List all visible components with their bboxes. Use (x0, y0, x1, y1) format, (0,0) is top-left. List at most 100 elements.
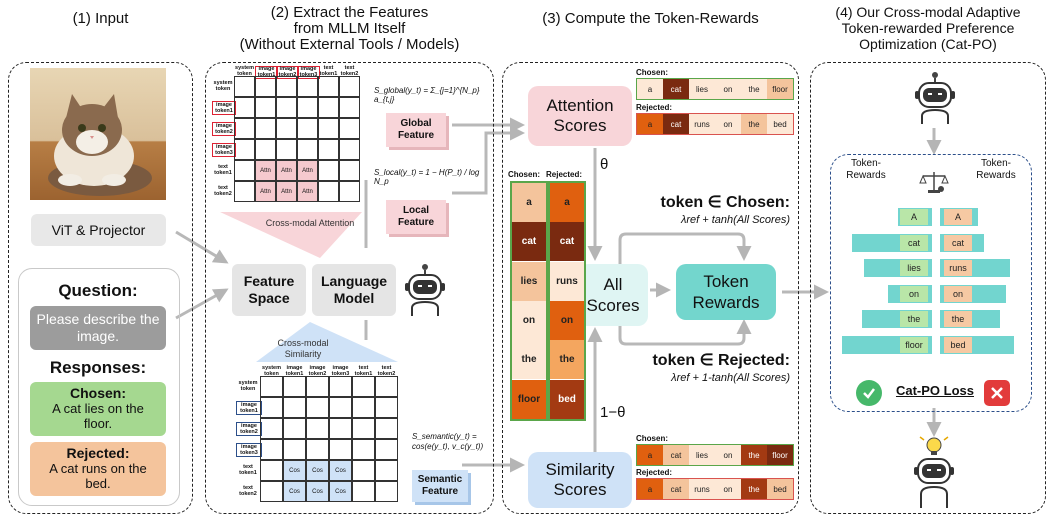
attn-cell (318, 97, 339, 118)
panel-extract (205, 62, 494, 514)
attn-cell: Attn (276, 181, 297, 202)
attn-col-header: text token2 (340, 65, 359, 77)
attn-cell (339, 76, 360, 97)
attention-triangle (220, 212, 362, 258)
rejected-column-token: the (550, 340, 584, 380)
cross-attention-label: Cross-modal Attention (265, 218, 355, 228)
question-label: Question: (58, 281, 138, 300)
cos-cell (306, 439, 329, 460)
attn-col-header: system token (235, 65, 254, 77)
right-reward-token: bed (944, 336, 972, 353)
cos-col-header: image token3 (331, 365, 350, 377)
semantic-formula-line1: S_semantic(y_t) = (412, 432, 477, 441)
cos-cell (306, 418, 329, 439)
token-rewards-box: Token Rewards (676, 264, 776, 320)
sim-chosen-token: cat (663, 445, 689, 465)
check-icon (856, 380, 882, 406)
attn-cell (276, 139, 297, 160)
cos-col-header: image token1 (285, 365, 304, 377)
cos-cell (352, 460, 375, 481)
attn-chosen-token: lies (689, 79, 715, 99)
local-formula: S_local(y_t) = 1 − H(P_t) / log N_p (374, 168, 480, 186)
sim-chosen-token: floor (767, 445, 793, 465)
attn-cell (255, 139, 276, 160)
panel-catpo-title-1: (4) Our Cross-modal Adaptive (835, 4, 1021, 20)
scale-drawing (919, 172, 949, 193)
attn-row-header: image token1 (212, 101, 236, 115)
cos-cell: Cos (329, 481, 352, 502)
attn-cell (255, 118, 276, 139)
sim-rejected-token: the (741, 479, 767, 499)
all-scores-box: All Scores (578, 264, 648, 326)
chosen-response-box: Chosen: A cat lies on the floor. (30, 382, 166, 436)
cos-cell: Cos (329, 460, 352, 481)
attn-rejected-label: Rejected: (636, 103, 673, 112)
attention-scores-box: Attention Scores (528, 86, 632, 146)
attn-rejected-token: the (741, 114, 767, 134)
rejected-response-box: Rejected: A cat runs on the bed. (30, 442, 166, 496)
sim-rejected-token: cat (663, 479, 689, 499)
attn-cell (297, 118, 318, 139)
panel-input-title: (1) Input (72, 10, 129, 27)
attn-cell (255, 76, 276, 97)
panel-catpo-title-3: Optimization (Cat-PO) (859, 36, 997, 52)
semantic-feature-box: Semantic Feature (412, 470, 468, 502)
cos-cell (375, 439, 398, 460)
question-arrow (175, 288, 229, 320)
right-reward-token: on (944, 285, 972, 302)
cos-cell (283, 418, 306, 439)
token-rejected-label: token ∈ Rejected: (652, 352, 790, 369)
formula-chosen: λref + tanh(All Scores) (680, 214, 790, 226)
rejected-label: Rejected: (66, 445, 130, 461)
cos-cell (260, 481, 283, 502)
attn-cell (234, 118, 255, 139)
rejected-column-token: a (550, 183, 584, 222)
attn-cell (318, 76, 339, 97)
robot-top-icon (910, 70, 960, 126)
input-bracket (18, 268, 180, 506)
local-feature-box: Local Feature (386, 200, 446, 234)
global-formula: S_global(y_t) = Σ_{j=1}^{N_p} a_{t,j} (374, 86, 480, 104)
attn-row-header: system token (213, 80, 233, 92)
attn-cell: Attn (297, 160, 318, 181)
one-minus-theta-label: 1−θ (600, 404, 626, 421)
left-reward-token: A (900, 209, 928, 225)
sim-rejected-token: a (637, 479, 663, 499)
left-reward-token: floor (900, 336, 928, 353)
panel-extract-title-1: (2) Extract the Features (270, 4, 429, 21)
cos-cell (375, 460, 398, 481)
token-chosen-label: token ∈ Chosen: (660, 194, 791, 211)
sim-chosen-token: on (715, 445, 741, 465)
panel-catpo-title-2: Token-rewarded Preference (841, 20, 1015, 36)
check-mark (863, 388, 875, 399)
attn-col-header: image token1 (255, 66, 278, 79)
attn-rejected-token: on (715, 114, 741, 134)
similarity-scores-box: Similarity Scores (528, 452, 632, 508)
attn-cell (318, 139, 339, 160)
left-reward-token: lies (900, 260, 928, 276)
robot-bulb-drawing (914, 436, 954, 508)
chosen-column-token: on (512, 300, 546, 340)
robot-drawing (405, 264, 445, 316)
attn-rejected-token: a (637, 114, 663, 134)
cos-cell (329, 376, 352, 397)
attn-cell: Attn (255, 181, 276, 202)
cos-cell: Cos (306, 460, 329, 481)
chosen-column-token: floor (512, 379, 546, 419)
chosen-text: A cat lies on the floor. (52, 401, 144, 431)
catpo-loss-label: Cat-PO Loss (895, 383, 974, 398)
panel-extract-title-2: from MLLM Itself (293, 20, 406, 37)
question-text: Please describe the image. (30, 306, 166, 350)
rejected-column-token: cat (550, 222, 584, 262)
attn-cell: Attn (276, 160, 297, 181)
cross-mark (991, 387, 1003, 399)
attn-cell (276, 97, 297, 118)
similarity-triangle (256, 322, 398, 362)
cos-cell (260, 418, 283, 439)
semantic-formula: S_semantic(y_t) = cos(e(y_t), v_c(y_t)) (412, 432, 492, 452)
rejected-column-token: on (550, 300, 584, 340)
